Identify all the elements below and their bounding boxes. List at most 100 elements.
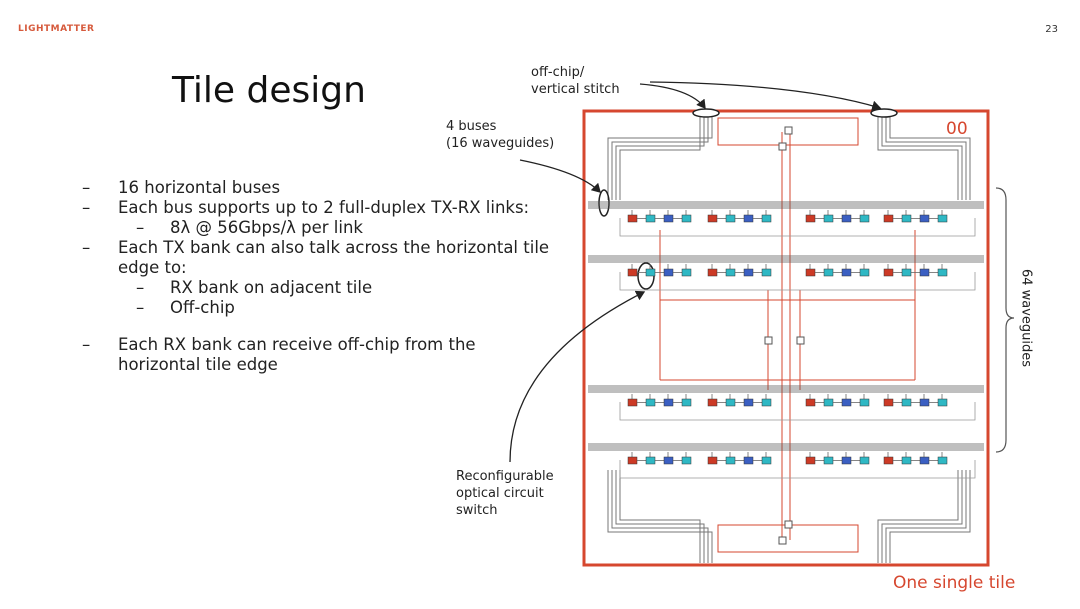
transceiver-bank [761, 214, 772, 223]
transceiver-bank [937, 214, 948, 223]
transceiver-bank [663, 214, 674, 223]
stitch-annotation: off-chip/ vertical stitch [531, 64, 620, 98]
transceiver-bank [681, 456, 692, 465]
transceiver-bank [841, 214, 852, 223]
transceiver-bank [645, 268, 656, 277]
transceiver-bank [725, 214, 736, 223]
transceiver-bank [883, 214, 894, 223]
bullet-dash: – [136, 278, 145, 297]
bullet-list: –16 horizontal buses –Each bus supports … [82, 178, 552, 375]
transceiver-bank [823, 456, 834, 465]
transceiver-bank [627, 268, 638, 277]
transceiver-bank [823, 268, 834, 277]
stitch-arrow-right [649, 81, 882, 111]
transceiver-bank [707, 214, 718, 223]
transceiver-bank [761, 456, 772, 465]
transceiver-bank [901, 268, 912, 277]
bullet-text: Off-chip [170, 298, 235, 317]
transceiver-bank [681, 268, 692, 277]
transceiver-bank [743, 398, 754, 407]
buses-annotation: 4 buses (16 waveguides) [446, 118, 554, 152]
transceiver-bank [645, 398, 656, 407]
transceiver-bank [823, 214, 834, 223]
transceiver-bank [663, 456, 674, 465]
transceiver-bank [823, 398, 834, 407]
transceiver-bank [859, 214, 870, 223]
transceiver-bank [743, 214, 754, 223]
transceiver-bank [805, 268, 816, 277]
top-stitch-bundles [607, 113, 971, 200]
transceiver-bank [919, 398, 930, 407]
transceiver-bank [883, 268, 894, 277]
stitch-ellipse-left [692, 108, 720, 118]
transceiver-bank [761, 398, 772, 407]
transceiver-bank [707, 398, 718, 407]
transceiver-bank [805, 456, 816, 465]
transceiver-bank [937, 456, 948, 465]
sub-bullet-item: – Off-chip [82, 298, 552, 318]
transceiver-bank [707, 456, 718, 465]
switch-annotation: Reconfigurable optical circuit switch [456, 468, 554, 519]
bus-loop [619, 218, 976, 237]
buses-arrow [519, 159, 601, 193]
sub-bullet-item: – 8λ @ 56Gbps/λ per link [82, 218, 552, 238]
bullet-dash: – [136, 218, 145, 237]
transceiver-bank [859, 398, 870, 407]
sub-bullet-item: –RX bank on adjacent tile [82, 278, 552, 298]
bottom-stitch-bundles [607, 470, 971, 563]
central-switches [764, 126, 805, 545]
bullet-dash: – [82, 335, 91, 354]
transceiver-bank [627, 214, 638, 223]
bus-highlight-ellipse [598, 189, 610, 217]
bullet-item: – Each RX bank can receive off-chip from … [82, 335, 552, 375]
transceiver-bank [725, 398, 736, 407]
transceiver-bank [937, 398, 948, 407]
transceiver-bank [725, 268, 736, 277]
bullet-text: Each RX bank can receive off-chip from t… [118, 335, 476, 374]
bullet-dash: – [82, 238, 91, 257]
bus-loop [619, 402, 976, 421]
transceiver-bank [805, 398, 816, 407]
transceiver-bank [883, 456, 894, 465]
transceiver-bank [901, 456, 912, 465]
waveguides-brace [995, 187, 1015, 453]
annotation-line: (16 waveguides) [446, 136, 555, 151]
transceiver-bank [645, 456, 656, 465]
transceiver-bank [743, 456, 754, 465]
bullet-dash: – [82, 178, 91, 197]
transceiver-bank [663, 398, 674, 407]
slide-title: Tile design [172, 70, 366, 111]
page-number: 23 [1045, 24, 1058, 35]
annotation-line: optical circuit [456, 486, 544, 501]
transceiver-bank [645, 214, 656, 223]
tile-caption: One single tile [893, 573, 1016, 593]
transceiver-bank [901, 398, 912, 407]
tile-structure [509, 81, 1015, 567]
transceiver-bank [841, 398, 852, 407]
transceiver-bank [663, 268, 674, 277]
transceiver-bank [919, 456, 930, 465]
transceiver-bank [937, 268, 948, 277]
transceiver-bank [681, 398, 692, 407]
bullet-item: – Each TX bank can also talk across the h… [82, 238, 552, 278]
switch-arrow [509, 290, 646, 463]
transceiver-bank [919, 268, 930, 277]
bus-layer [588, 201, 984, 479]
transceiver-bank [841, 456, 852, 465]
transceiver-bank [901, 214, 912, 223]
transceiver-bank [681, 214, 692, 223]
bullet-text: 8λ @ 56Gbps/λ per link [170, 218, 363, 237]
bullet-text: Each TX bank can also talk across the ho… [118, 238, 550, 277]
transceiver-bank [627, 456, 638, 465]
annotation-line: Reconfigurable [456, 469, 554, 484]
bullet-item: –Each bus supports up to 2 full-duplex T… [82, 198, 552, 218]
bullet-dash: – [136, 298, 145, 317]
annotation-line: 4 buses [446, 119, 497, 134]
bullet-item: –16 horizontal buses [82, 178, 552, 198]
transceiver-bank [761, 268, 772, 277]
transceiver-bank [707, 268, 718, 277]
transceiver-bank [859, 268, 870, 277]
bus-loop [619, 272, 976, 291]
annotation-line: vertical stitch [531, 82, 620, 97]
